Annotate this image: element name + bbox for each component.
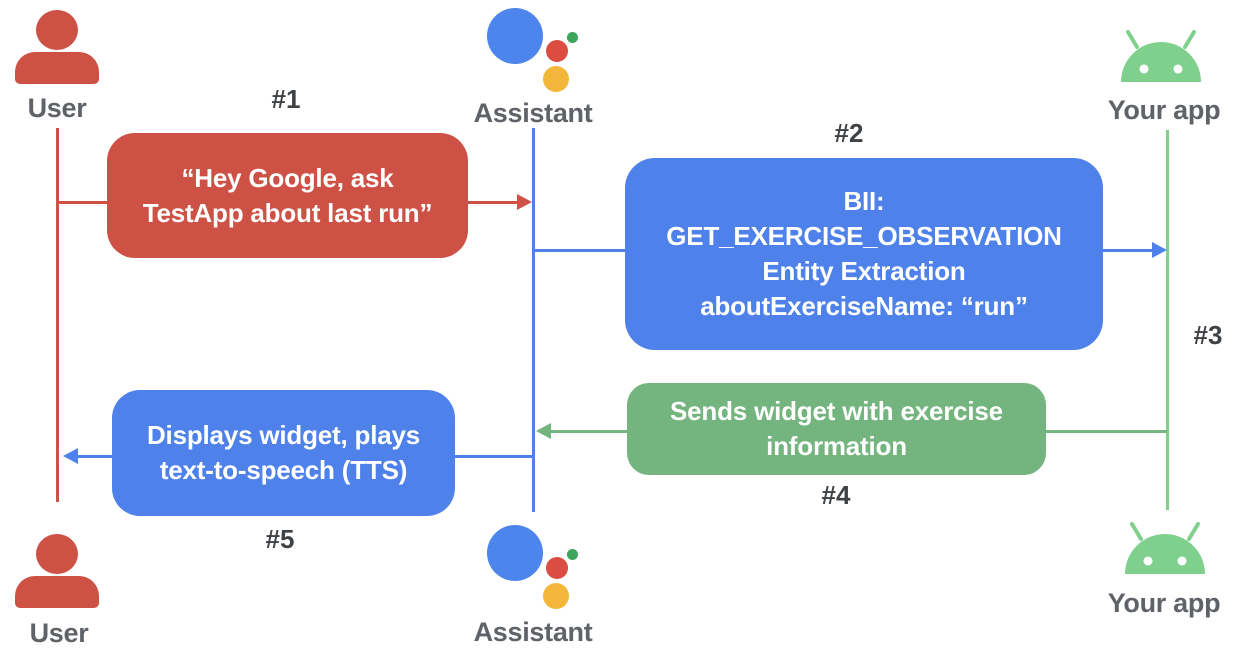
actor-label-app-top: Your app [1107, 95, 1221, 125]
arrow-5-head-icon [63, 448, 78, 464]
actor-label-app-bottom: Your app [1107, 588, 1221, 618]
arrow-2-head-icon [1152, 242, 1167, 258]
actor-label-assistant-bottom: Assistant [473, 617, 593, 647]
assistant-red-circle [546, 40, 568, 62]
android-icon [1125, 522, 1205, 574]
assistant-icon [480, 522, 590, 617]
step-label-3: #3 [1193, 320, 1223, 350]
assistant-yellow-circle [543, 66, 569, 92]
message-box-1: “Hey Google, ask TestApp about last run” [107, 133, 468, 258]
android-icon [1121, 30, 1201, 82]
assistant-blue-circle [487, 8, 543, 64]
lifeline-assistant [532, 128, 535, 512]
user-head-shape [36, 534, 78, 574]
user-icon [15, 534, 99, 608]
message-box-5: Displays widget, plays text-to-speech (T… [112, 390, 455, 516]
message-box-2: BII: GET_EXERCISE_OBSERVATION Entity Ext… [625, 158, 1103, 350]
assistant-green-circle [567, 32, 578, 43]
assistant-blue-circle [487, 525, 543, 581]
actor-label-assistant-top: Assistant [473, 98, 593, 128]
lifeline-your-app [1166, 130, 1169, 510]
step-label-4: #4 [821, 480, 851, 510]
step-label-5: #5 [265, 524, 295, 554]
message-box-4: Sends widget with exercise information [627, 383, 1046, 475]
step-label-1: #1 [271, 84, 301, 114]
assistant-green-circle [567, 549, 578, 560]
arrow-4-head-icon [536, 423, 551, 439]
user-head-shape [36, 10, 78, 50]
user-body-shape [15, 52, 99, 84]
step-label-2: #2 [834, 118, 864, 148]
assistant-yellow-circle [543, 583, 569, 609]
user-icon [15, 10, 99, 84]
assistant-red-circle [546, 557, 568, 579]
user-body-shape [15, 576, 99, 608]
lifeline-user [56, 128, 59, 502]
actor-label-user-top: User [27, 93, 87, 123]
assistant-icon [480, 5, 590, 100]
actor-label-user-bottom: User [29, 618, 89, 648]
arrow-1-head-icon [517, 194, 532, 210]
